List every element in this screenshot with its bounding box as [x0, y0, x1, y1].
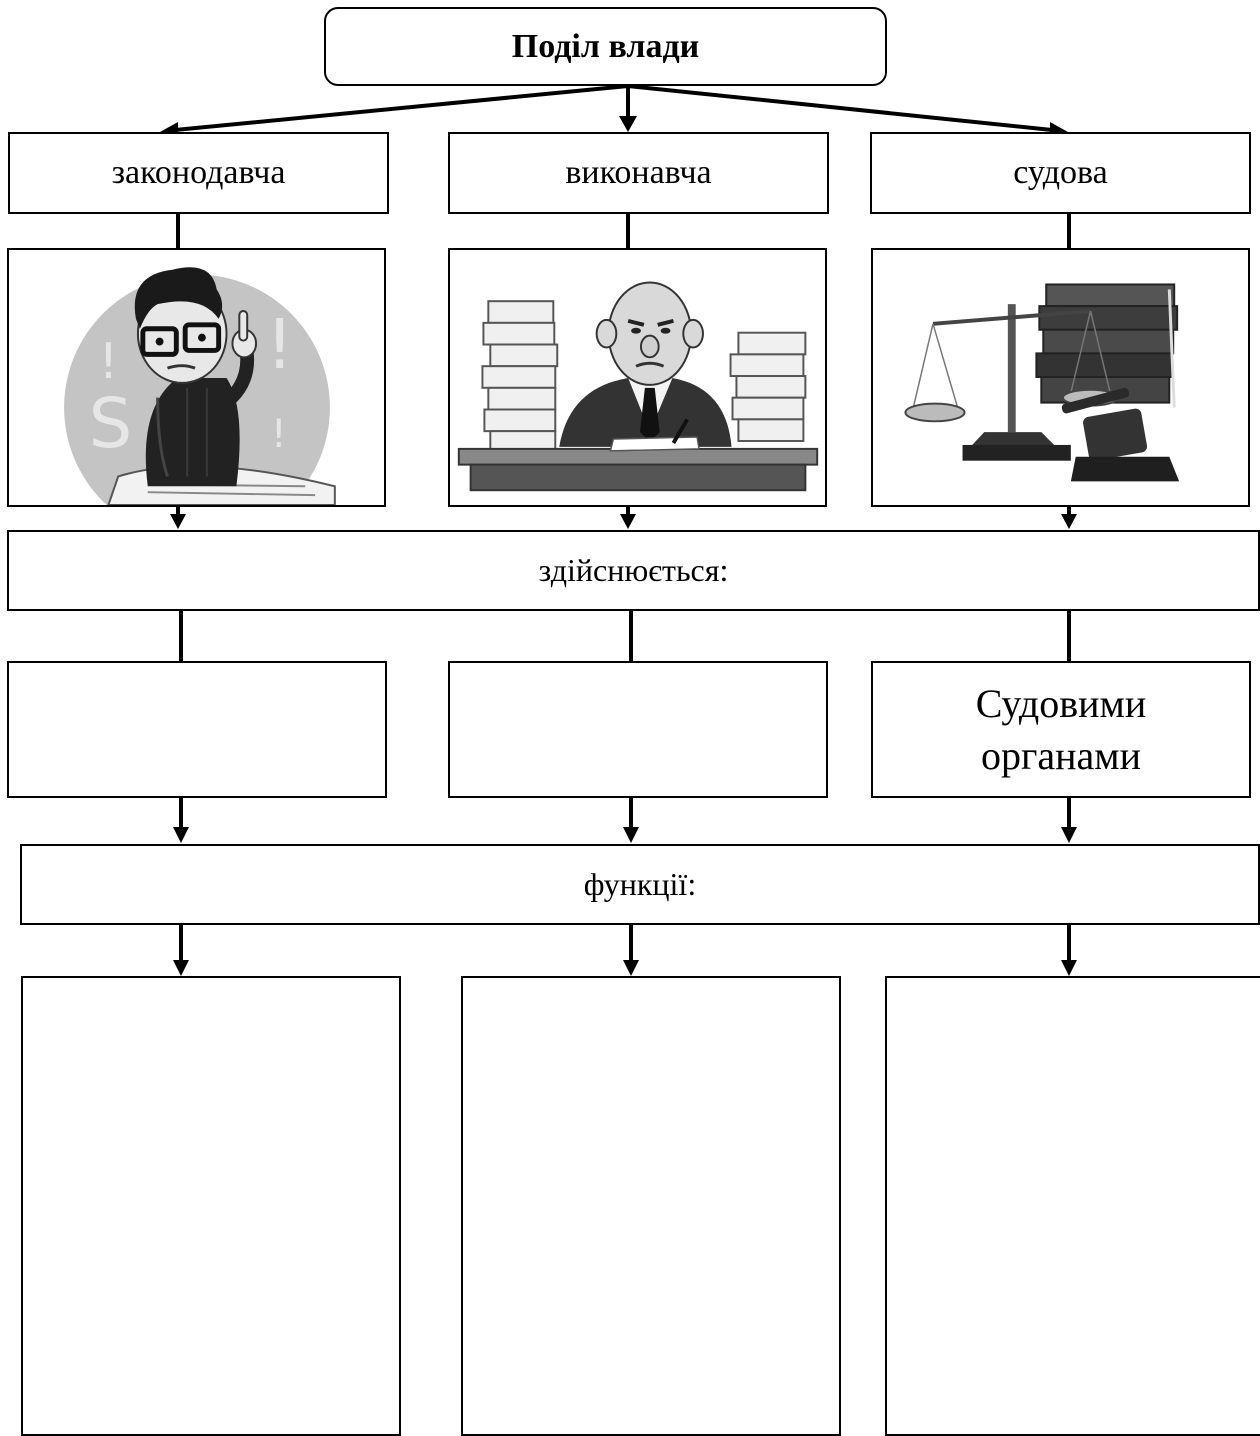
executive-body-box[interactable]	[448, 661, 828, 798]
thinking-person-with-book-icon: ! S ! !	[64, 267, 336, 505]
judicial-illustration	[871, 248, 1250, 507]
judicial-functions-box[interactable]	[885, 976, 1260, 1436]
judicial-body-box[interactable]: Судовими органами	[871, 661, 1251, 798]
implemented-by-label: здійснюється:	[538, 552, 729, 588]
svg-text:!: !	[266, 305, 294, 385]
svg-text:!: !	[271, 411, 287, 457]
legislative-functions-box[interactable]	[21, 976, 401, 1436]
functions-band: функції:	[20, 844, 1260, 925]
branch-executive: виконавча	[448, 132, 829, 214]
executive-illustration	[448, 248, 827, 507]
legislative-illustration: ! S ! !	[7, 248, 386, 507]
branch-legislative: законодавча	[8, 132, 389, 214]
legislative-body-box[interactable]	[7, 661, 387, 798]
branch-legislative-label: законодавча	[111, 154, 286, 191]
functions-label: функції:	[583, 866, 697, 902]
scales-gavel-books-icon	[904, 283, 1180, 482]
branch-judicial: судова	[870, 132, 1251, 214]
svg-text:S: S	[89, 384, 133, 464]
branch-executive-label: виконавча	[565, 154, 712, 191]
judicial-body-line1: Судовими	[975, 680, 1147, 726]
executive-functions-box[interactable]	[461, 976, 841, 1436]
diagram-title-text: Поділ влади	[511, 27, 700, 65]
official-at-desk-icon	[457, 281, 819, 492]
svg-text:!: !	[99, 332, 119, 390]
branch-judicial-label: судова	[1013, 154, 1108, 191]
implemented-by-band: здійснюється:	[7, 530, 1260, 611]
diagram-title: Поділ влади	[324, 7, 887, 86]
judicial-body-line2: органами	[980, 732, 1142, 778]
